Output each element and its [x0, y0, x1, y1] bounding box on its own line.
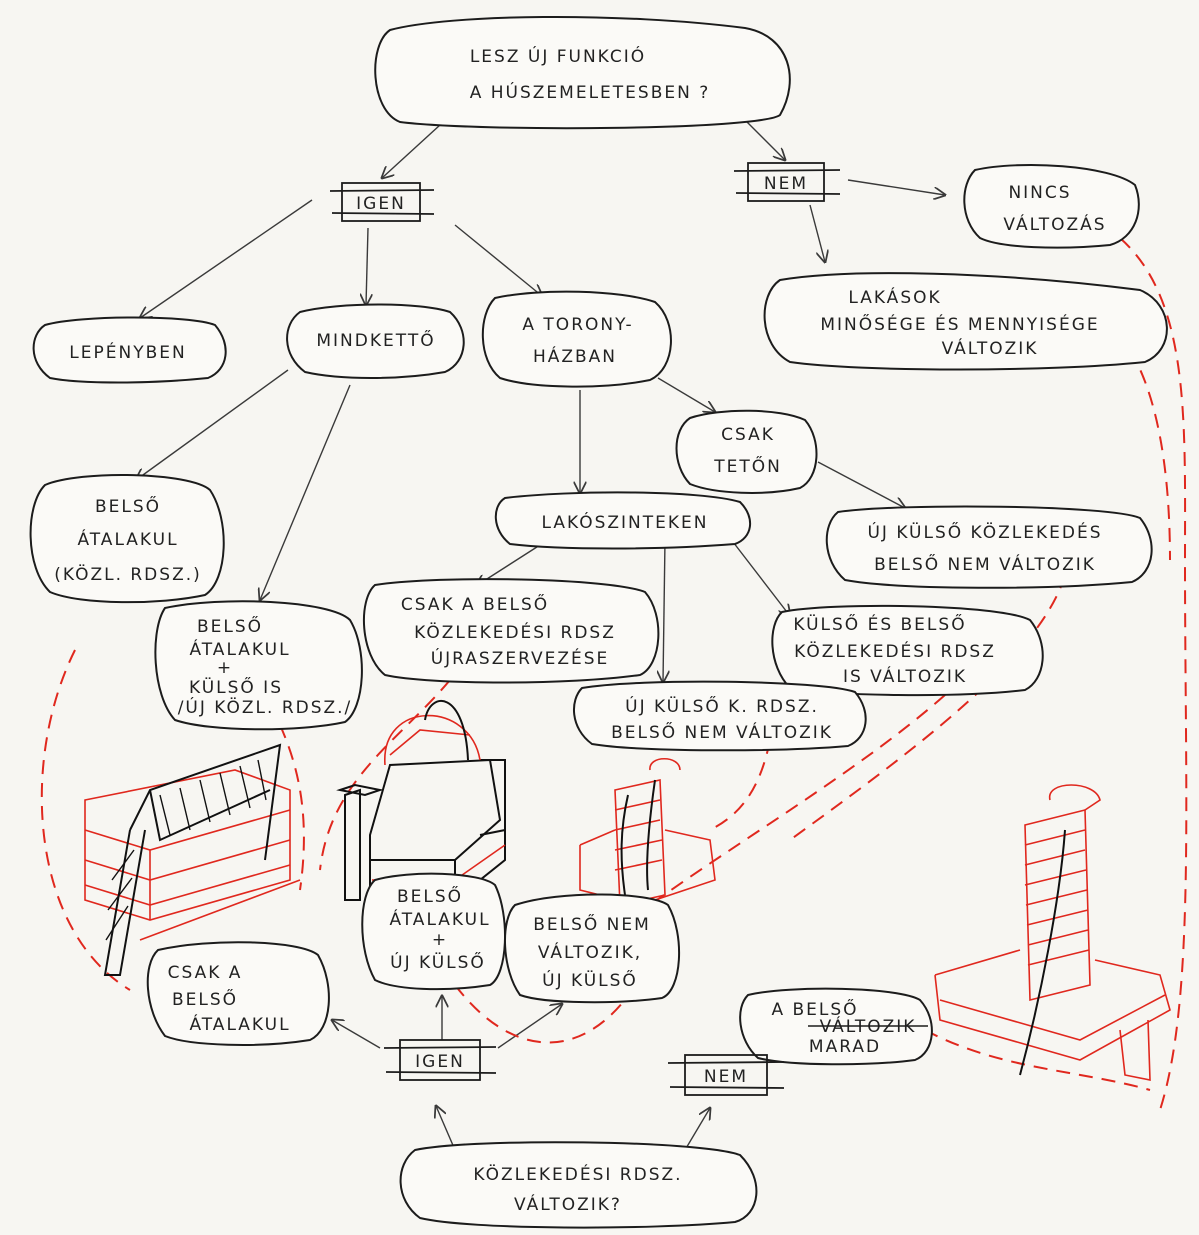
- belso-atalakul-kulso-line5: /ÚJ KÖZL. RDSZ./: [178, 696, 353, 718]
- node-belso-atalakul-kozl: BELSŐ ÁTALAKUL (KÖZL. RDSZ.): [29, 474, 225, 604]
- csak-belso-kozl-line2: KÖZLEKEDÉSI RDSZ: [414, 621, 616, 643]
- torony-line2: HÁZBAN: [533, 345, 617, 367]
- node-lepenyben: LEPÉNYBEN: [32, 316, 227, 384]
- belso-atalakul-kozl-line1: BELSŐ: [95, 495, 161, 517]
- arrows: [136, 114, 945, 1151]
- bottom-belso-kulso-line2: ÁTALAKUL: [389, 908, 490, 930]
- csak-teton-line2: TETŐN: [713, 455, 782, 477]
- bottom-csak-belso-line1: CSAK A: [168, 963, 243, 983]
- bottom-belso-nem-line2: VÁLTOZIK,: [538, 941, 642, 963]
- node-bottom-question: KÖZLEKEDÉSI RDSZ. VÁLTOZIK?: [399, 1141, 758, 1229]
- apartments-line2: MINŐSÉGE ÉS MENNYISÉGE: [820, 313, 1099, 335]
- node-bottom-belso-nem: BELSŐ NEM VÁLTOZIK, ÚJ KÜLSŐ: [503, 893, 681, 1004]
- sketch-large-tower: [934, 784, 1171, 1081]
- lepenyben-label: LEPÉNYBEN: [69, 341, 186, 363]
- node-belso-atalakul-kulso: BELSŐ ÁTALAKUL + KÜLSŐ IS /ÚJ KÖZL. RDSZ…: [154, 600, 363, 731]
- mindketto-label: MINDKETTŐ: [316, 329, 435, 351]
- node-uj-kulso-teton: ÚJ KÜLSŐ KÖZLEKEDÉS BELSŐ NEM VÁLTOZIK: [825, 505, 1153, 589]
- bottom-belso-kulso-line1: BELSŐ: [397, 885, 463, 907]
- top-question-line1: LESZ ÚJ FUNKCIÓ: [470, 45, 646, 67]
- apartments-line1: LAKÁSOK: [848, 286, 941, 308]
- top-question-line2: A HÚSZEMELETESBEN ?: [470, 81, 711, 103]
- sketch-box-towers: [336, 700, 506, 901]
- kulso-es-belso-line1: KÜLSŐ ÉS BELSŐ: [793, 613, 966, 635]
- bottom-csak-belso-line2: BELSŐ: [172, 988, 238, 1010]
- node-kulso-es-belso: KÜLSŐ ÉS BELSŐ KÖZLEKEDÉSI RDSZ IS VÁLTO…: [771, 604, 1044, 697]
- sketch-slab-bridge: [84, 743, 301, 976]
- csak-teton-line1: CSAK: [721, 425, 775, 445]
- torony-line1: A TORONY-: [522, 315, 633, 335]
- node-no-change: NINCS VÁLTOZÁS: [963, 164, 1140, 249]
- node-bottom-belso-kulso: BELSŐ ÁTALAKUL + ÚJ KÜLSŐ: [361, 872, 507, 991]
- top-no-label: NEM: [764, 174, 808, 194]
- bottom-question-line1: KÖZLEKEDÉSI RDSZ.: [473, 1163, 682, 1185]
- belso-atalakul-kulso-line2: ÁTALAKUL: [189, 638, 290, 660]
- uj-kulso-k-line1: ÚJ KÜLSŐ K. RDSZ.: [625, 695, 819, 717]
- uj-kulso-teton-line2: BELSŐ NEM VÁLTOZIK: [874, 553, 1096, 575]
- bottom-marad-line3: MARAD: [809, 1037, 881, 1057]
- node-csak-teton: CSAK TETŐN: [675, 409, 818, 494]
- belso-atalakul-kulso-line1: BELSŐ: [197, 615, 263, 637]
- bottom-yes-label: IGEN: [415, 1052, 465, 1072]
- belso-atalakul-kulso-line3: +: [217, 658, 233, 678]
- node-bottom-marad: A BELSŐ VÁLTOZIK MARAD: [739, 987, 933, 1066]
- bottom-belso-kulso-line4: ÚJ KÜLSŐ: [390, 951, 486, 973]
- bottom-belso-nem-line1: BELSŐ NEM: [533, 913, 651, 935]
- bottom-csak-belso-line3: ÁTALAKUL: [189, 1013, 290, 1035]
- belso-atalakul-kozl-line2: ÁTALAKUL: [77, 528, 178, 550]
- bottom-belso-kulso-line3: +: [432, 930, 448, 950]
- csak-belso-kozl-line3: ÚJRASZERVEZÉSE: [431, 647, 610, 669]
- apartments-line3: VÁLTOZIK: [942, 337, 1039, 359]
- node-apartments: LAKÁSOK MINŐSÉGE ÉS MENNYISÉGE VÁLTOZIK: [763, 272, 1168, 371]
- bottom-marad-line1: A BELSŐ: [771, 998, 858, 1020]
- node-top-no: NEM: [733, 162, 841, 202]
- kulso-es-belso-line3: IS VÁLTOZIK: [843, 665, 967, 687]
- bottom-no-label: NEM: [704, 1067, 748, 1087]
- node-torony: A TORONY- HÁZBAN: [481, 290, 672, 388]
- csak-belso-kozl-line1: CSAK A BELSŐ: [401, 593, 549, 615]
- node-lakoszinteken: LAKÓSZINTEKEN: [494, 491, 751, 550]
- bottom-question-line2: VÁLTOZIK?: [514, 1193, 622, 1215]
- lakoszinteken-label: LAKÓSZINTEKEN: [542, 511, 709, 533]
- uj-kulso-k-line2: BELSŐ NEM VÁLTOZIK: [611, 721, 833, 743]
- node-top-yes: IGEN: [329, 182, 435, 222]
- node-bottom-csak-belso: CSAK A BELSŐ ÁTALAKUL: [146, 941, 330, 1046]
- belso-atalakul-kulso-line4: KÜLSŐ IS: [189, 676, 283, 698]
- uj-kulso-teton-line1: ÚJ KÜLSŐ KÖZLEKEDÉS: [867, 521, 1102, 543]
- node-top-question: LESZ ÚJ FUNKCIÓ A HÚSZEMELETESBEN ?: [374, 15, 791, 130]
- kulso-es-belso-line2: KÖZLEKEDÉSI RDSZ: [794, 640, 996, 662]
- no-change-line1: NINCS: [1008, 183, 1071, 203]
- no-change-line2: VÁLTOZÁS: [1003, 213, 1106, 235]
- node-uj-kulso-k: ÚJ KÜLSŐ K. RDSZ. BELSŐ NEM VÁLTOZIK: [572, 680, 867, 752]
- top-yes-label: IGEN: [356, 194, 406, 214]
- node-bottom-no: NEM: [667, 1054, 785, 1096]
- belso-atalakul-kozl-line3: (KÖZL. RDSZ.): [54, 563, 202, 585]
- node-mindketto: MINDKETTŐ: [286, 303, 465, 379]
- sketch-small-tower: [579, 757, 716, 906]
- bottom-belso-nem-line3: ÚJ KÜLSŐ: [542, 969, 638, 991]
- node-bottom-yes: IGEN: [383, 1039, 497, 1081]
- node-csak-belso-kozl: CSAK A BELSŐ KÖZLEKEDÉSI RDSZ ÚJRASZERVE…: [362, 578, 660, 684]
